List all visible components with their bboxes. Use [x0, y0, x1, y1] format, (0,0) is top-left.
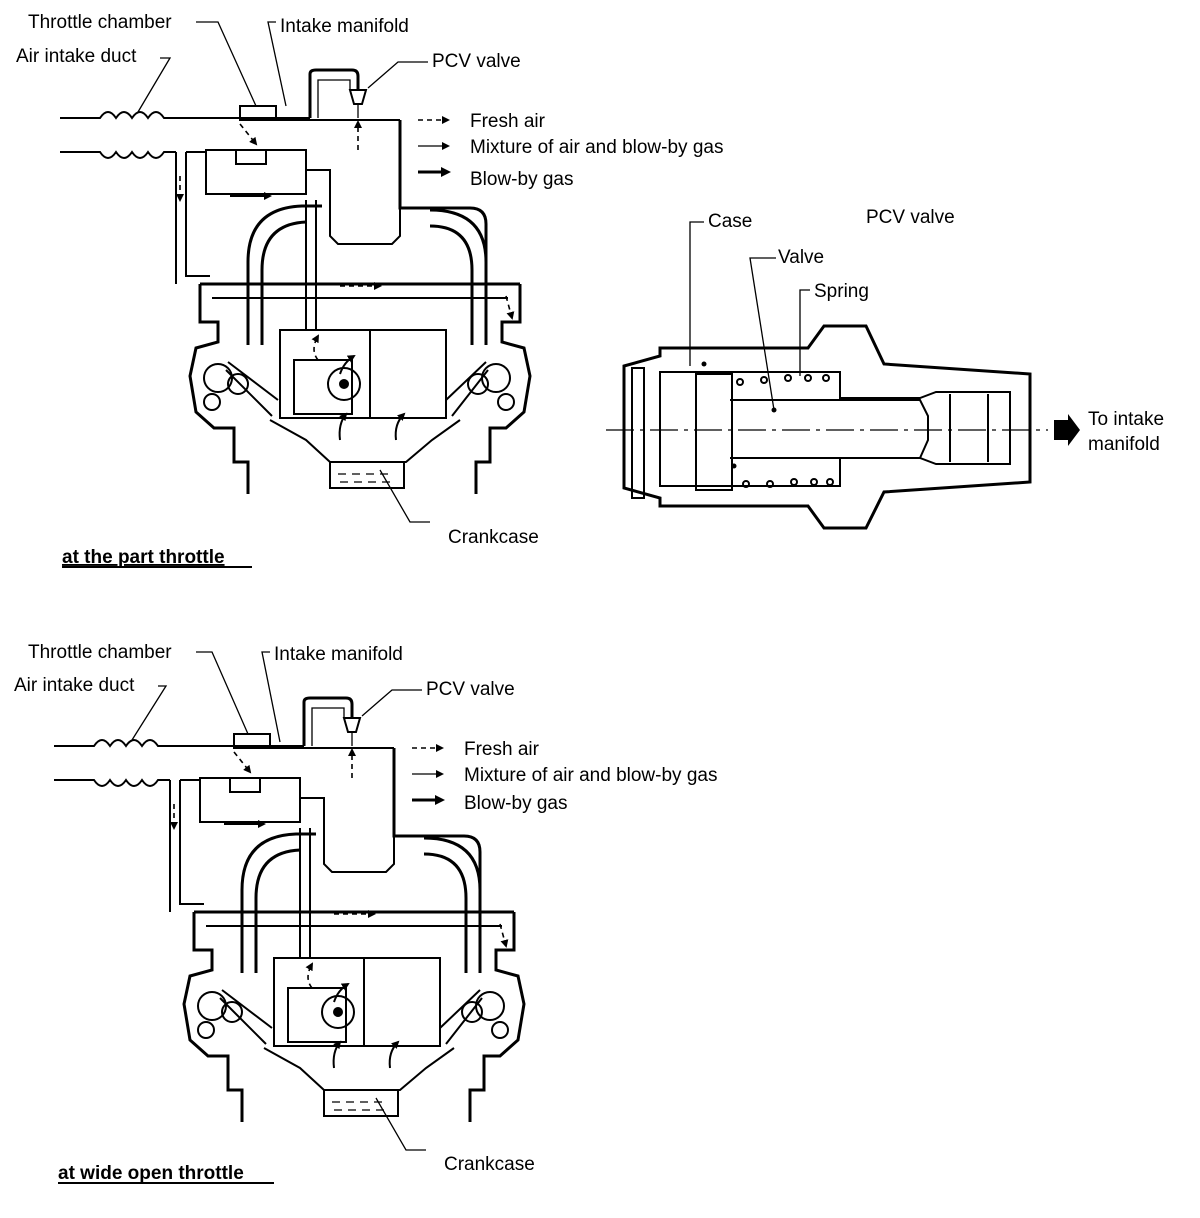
wide-open-throttle-engine-drawing — [54, 698, 524, 1122]
part-throttle-label-pcv-valve: PCV valve — [432, 51, 521, 72]
wide-open-throttle-label-throttle-chamber: Throttle chamber — [28, 642, 172, 663]
wide-open-throttle-legend-glyphs — [412, 748, 442, 800]
part-throttle-legend-glyphs — [418, 120, 448, 172]
part-throttle-caption: at the part throttle — [62, 547, 225, 568]
pcv-valve-label-case: Case — [708, 211, 752, 232]
pcv-valve-label-outlet-line1: To intake — [1088, 409, 1164, 430]
pcv-valve-label-valve: Valve — [778, 247, 824, 268]
wide-open-throttle-label-air-intake-duct: Air intake duct — [14, 675, 135, 696]
wide-open-throttle-label-pcv-valve: PCV valve — [426, 679, 515, 700]
part-throttle-engine-drawing — [60, 70, 530, 494]
part-throttle-legend-mixture: Mixture of air and blow-by gas — [470, 137, 723, 158]
part-throttle-legend-fresh-air: Fresh air — [470, 111, 546, 132]
wide-open-throttle-label-intake-manifold: Intake manifold — [274, 644, 403, 665]
wide-open-throttle-legend-mixture: Mixture of air and blow-by gas — [464, 765, 717, 786]
wide-open-throttle-label-crankcase: Crankcase — [444, 1154, 535, 1175]
pcv-valve-label-spring: Spring — [814, 281, 869, 302]
wide-open-throttle-leaders — [131, 651, 426, 1151]
part-throttle-label-crankcase: Crankcase — [448, 527, 539, 548]
part-throttle-label-intake-manifold: Intake manifold — [280, 16, 409, 37]
pcv-valve-label-outlet-line2: manifold — [1088, 434, 1160, 455]
wide-open-throttle-legend-blowby: Blow-by gas — [464, 793, 568, 814]
wide-open-throttle-caption: at wide open throttle — [58, 1163, 244, 1184]
part-throttle-label-throttle-chamber: Throttle chamber — [28, 12, 172, 33]
wide-open-throttle-legend-fresh-air: Fresh air — [464, 739, 540, 760]
pcv-valve-detail-title: PCV valve — [866, 207, 955, 228]
pcv-valve-detail-drawing — [606, 221, 1080, 530]
part-throttle-leaders — [137, 21, 430, 523]
part-throttle-label-air-intake-duct: Air intake duct — [16, 46, 137, 67]
part-throttle-legend-blowby: Blow-by gas — [470, 169, 574, 190]
